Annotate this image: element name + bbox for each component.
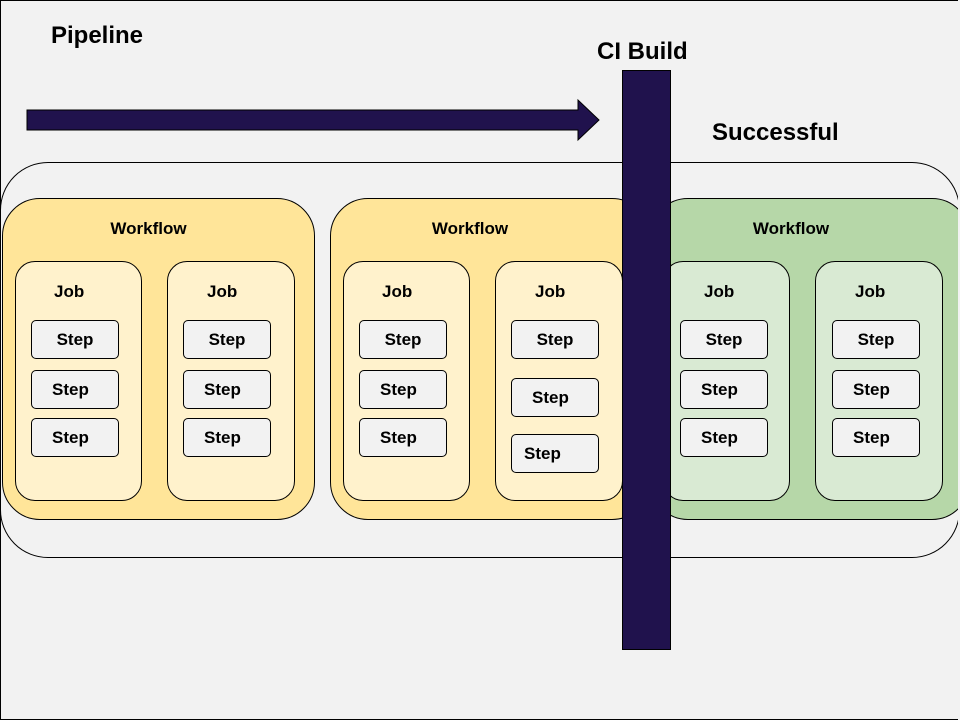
job-3-1: Job Step Step Step <box>663 261 790 501</box>
job-label: Job <box>704 282 735 301</box>
job-1-1: Job Step Step Step <box>15 261 142 501</box>
step: Step <box>359 418 447 457</box>
progress-arrow <box>26 98 600 142</box>
ci-build-bar <box>622 70 671 650</box>
step: Step <box>183 370 271 409</box>
job-1-2: Job Step Step Step <box>167 261 295 501</box>
job-3-2: Job Step Step Step <box>815 261 943 501</box>
ci-build-title: CI Build <box>597 38 688 65</box>
step: Step <box>511 378 599 417</box>
workflow-label: Workflow <box>110 219 187 238</box>
workflow-2: Workflow Job Step Step Step Job Step Ste… <box>330 198 650 520</box>
job-label: Job <box>855 282 886 301</box>
workflow-label: Workflow <box>431 219 509 238</box>
step: Step <box>680 320 768 359</box>
step: Step <box>359 370 447 409</box>
job-2-2: Job Step Step Step <box>495 261 623 501</box>
step: Step <box>511 320 599 359</box>
step: Step <box>359 320 447 359</box>
workflow-3: Workflow Job Step Step Step Job Step Ste… <box>650 198 960 520</box>
step: Step <box>183 418 271 457</box>
successful-title: Successful <box>712 119 839 146</box>
step: Step <box>183 320 271 359</box>
job-label: Job <box>207 282 238 301</box>
pipeline-title: Pipeline <box>51 22 144 49</box>
step: Step <box>832 370 920 409</box>
step: Step <box>31 320 119 359</box>
step: Step <box>511 434 599 473</box>
step: Step <box>31 418 119 457</box>
job-label: Job <box>535 282 566 301</box>
step: Step <box>680 418 768 457</box>
workflow-label: Workflow <box>752 219 830 238</box>
step: Step <box>31 370 119 409</box>
workflow-1: Workflow Job Step Step Step Job Step Ste… <box>2 198 315 520</box>
step: Step <box>680 370 768 409</box>
canvas-edge <box>958 0 960 720</box>
step: Step <box>832 418 920 457</box>
progress-arrow-shape <box>26 98 600 142</box>
job-label: Job <box>54 282 85 301</box>
step: Step <box>832 320 920 359</box>
job-2-1: Job Step Step Step <box>343 261 470 501</box>
job-label: Job <box>382 282 413 301</box>
